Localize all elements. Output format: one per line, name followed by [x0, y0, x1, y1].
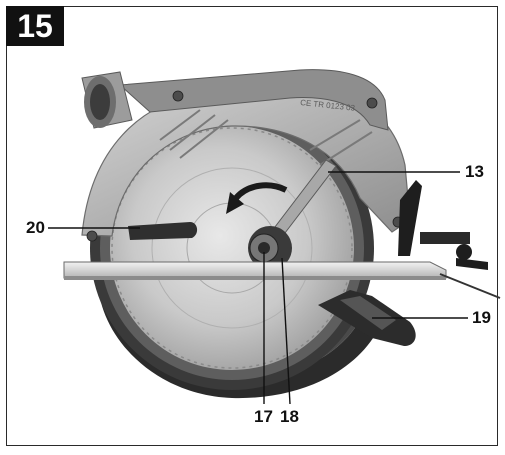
rotation-arrow: [233, 182, 288, 201]
base-plate: [63, 261, 447, 279]
figure-number-badge: 15: [6, 6, 64, 46]
callout-17: 17: [254, 407, 273, 426]
saw-blade: [110, 126, 354, 370]
callout-19: 19: [472, 308, 491, 327]
callout-13: 13: [465, 162, 484, 181]
callout-18: 18: [280, 407, 299, 426]
leader-18: [281, 257, 291, 405]
depth-lever: [128, 222, 198, 240]
callout-20: 20: [26, 218, 45, 237]
